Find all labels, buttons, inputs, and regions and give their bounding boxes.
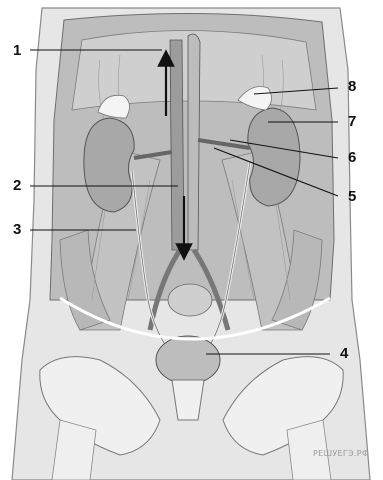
watermark: РЕШУЕГЭ.РФ <box>313 449 369 458</box>
sacrum <box>172 380 204 420</box>
label-6: 6 <box>348 150 356 166</box>
label-7: 7 <box>348 114 356 130</box>
label-5: 5 <box>348 189 356 205</box>
label-8: 8 <box>348 79 356 95</box>
label-1: 1 <box>13 43 21 59</box>
label-2: 2 <box>13 178 21 194</box>
label-4: 4 <box>340 346 348 362</box>
vena-cava <box>170 40 184 250</box>
bladder-upper <box>168 284 212 316</box>
kidney-right <box>248 108 300 206</box>
label-3: 3 <box>13 222 21 238</box>
kidney-left <box>84 118 134 212</box>
bladder <box>156 336 220 384</box>
femur-left <box>52 420 96 480</box>
